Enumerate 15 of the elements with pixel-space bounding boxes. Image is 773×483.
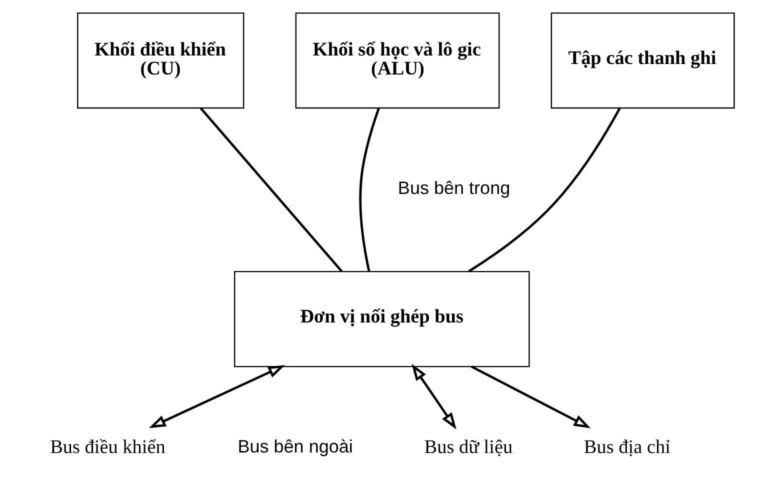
node-box: Khối điều khiển (CU) [76,12,244,109]
label: Bus bên trong [397,178,510,198]
connector [199,107,342,272]
arrow [148,365,285,428]
node-box: Tập các thanh ghi [550,12,734,109]
node-text: Bus điều khiển [50,436,165,458]
arrow [470,366,590,428]
node-text: Bus dữ liệu [424,436,512,458]
connector [468,108,620,272]
node-box: Khối số học và lô gic (ALU) [294,12,500,109]
label: Bus bên ngoài [237,436,352,457]
node-text: Bus địa chỉ [583,436,670,458]
node-box: Đơn vị nối ghép bus [234,270,530,368]
arrow [411,364,456,430]
connector [358,108,380,272]
